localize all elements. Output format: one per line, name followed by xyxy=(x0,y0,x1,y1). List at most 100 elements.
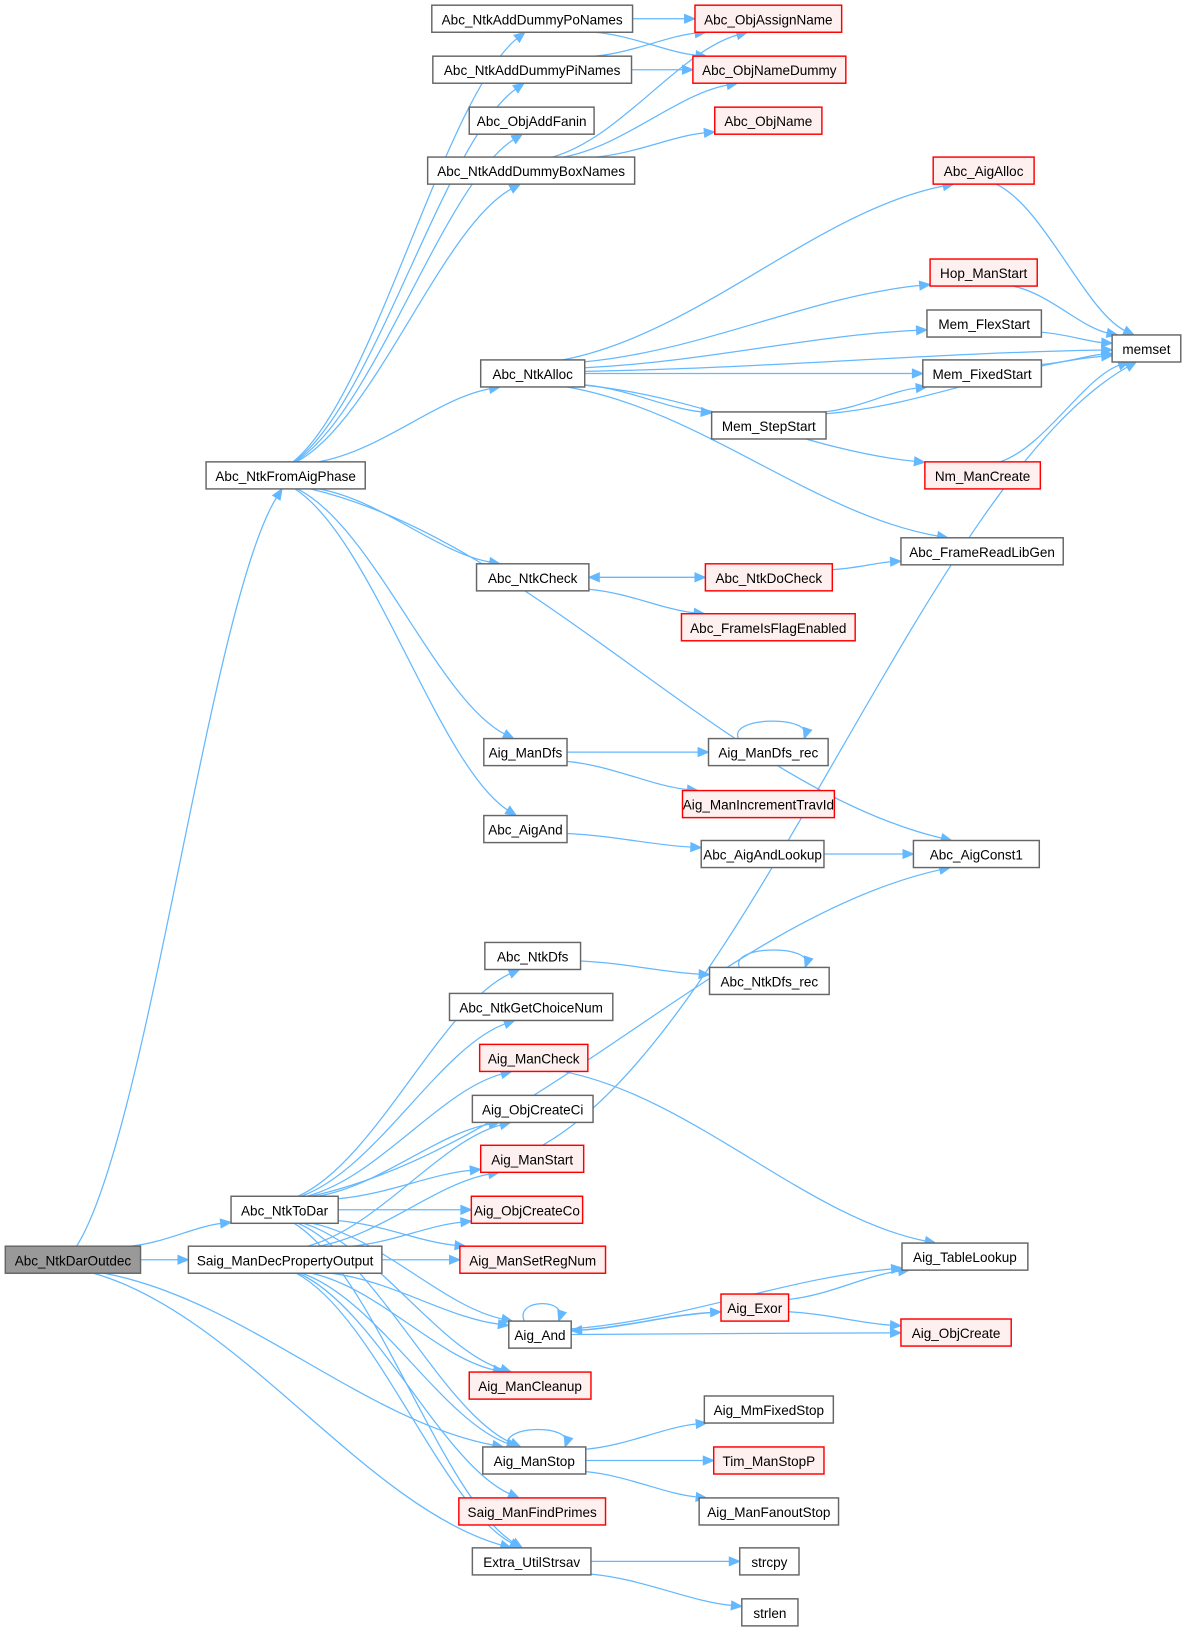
node-aig-obj-create[interactable]: Aig_ObjCreate xyxy=(900,1318,1012,1347)
node-abc-ntk-do-check[interactable]: Abc_NtkDoCheck xyxy=(704,563,834,592)
node-abc-frame-read-lib-gen[interactable]: Abc_FrameReadLibGen xyxy=(900,537,1064,566)
node-abc-ntk-add-dummy-box-names[interactable]: Abc_NtkAddDummyBoxNames xyxy=(426,156,636,185)
node-aig-mm-fixed-stop[interactable]: Aig_MmFixedStop xyxy=(703,1395,835,1424)
node-mem-fixed-start[interactable]: Mem_FixedStart xyxy=(922,359,1043,388)
edge-abc-ntk-to-dar-to-abc-ntk-get-choice-num xyxy=(300,1022,507,1197)
node-label: Abc_NtkAddDummyBoxNames xyxy=(437,164,625,179)
node-label: Aig_ManIncrementTravId xyxy=(683,798,834,813)
node-label: Abc_NtkAlloc xyxy=(493,367,574,382)
node-box xyxy=(692,55,847,84)
node-aig-man-dfs-rec[interactable]: Aig_ManDfs_rec xyxy=(707,737,829,767)
node-mem-flex-start[interactable]: Mem_FlexStart xyxy=(926,309,1043,338)
node-aig-table-lookup[interactable]: Aig_TableLookup xyxy=(901,1242,1029,1271)
node-aig-man-stop[interactable]: Aig_ManStop xyxy=(482,1446,587,1475)
node-abc-ntk-to-dar[interactable]: Abc_NtkToDar xyxy=(230,1195,339,1225)
node-label: Abc_ObjName xyxy=(724,114,812,129)
node-strlen[interactable]: strlen xyxy=(741,1598,799,1627)
edge-abc-ntk-from-aig-phase-to-abc-ntk-add-dummy-po-names-arrowhead xyxy=(513,31,526,44)
node-label: Aig_MmFixedStop xyxy=(714,1403,824,1418)
edge-abc-ntk-from-aig-phase-to-abc-obj-add-fanin xyxy=(294,138,515,463)
edge-abc-ntk-from-aig-phase-to-abc-ntk-alloc xyxy=(318,387,491,463)
node-box xyxy=(484,941,582,971)
node-abc-obj-name[interactable]: Abc_ObjName xyxy=(714,106,823,135)
node-abc-frame-is-flag-enabled[interactable]: Abc_FrameIsFlagEnabled xyxy=(680,613,856,642)
node-label: Aig_Exor xyxy=(727,1301,782,1316)
node-abc-aig-and-lookup[interactable]: Abc_AigAndLookup xyxy=(700,839,825,869)
edge-aig-exor-to-aig-and xyxy=(580,1311,722,1331)
node-abc-ntk-check[interactable]: Abc_NtkCheck xyxy=(475,563,590,592)
node-box xyxy=(482,1446,587,1475)
node-saig-man-find-primes[interactable]: Saig_ManFindPrimes xyxy=(458,1497,607,1526)
node-abc-ntk-from-aig-phase[interactable]: Abc_NtkFromAigPhase xyxy=(205,461,366,490)
edge-abc-ntk-from-aig-phase-to-abc-ntk-add-dummy-po-names xyxy=(292,37,518,463)
edge-saig-man-dec-property-output-to-aig-man-stop xyxy=(301,1272,509,1445)
node-memset[interactable]: memset xyxy=(1111,334,1182,363)
node-box xyxy=(929,258,1038,287)
node-box xyxy=(475,563,590,592)
node-abc-obj-name-dummy[interactable]: Abc_ObjNameDummy xyxy=(692,55,847,84)
edge-saig-man-dec-property-output-to-aig-and-arrowhead xyxy=(497,1318,511,1330)
node-aig-man-check[interactable]: Aig_ManCheck xyxy=(478,1043,589,1073)
node-hop-man-start[interactable]: Hop_ManStart xyxy=(929,258,1038,287)
node-abc-ntk-add-dummy-pi-names[interactable]: Abc_NtkAddDummyPiNames xyxy=(432,55,633,84)
node-aig-obj-create-co[interactable]: Aig_ObjCreateCo xyxy=(470,1195,584,1225)
node-nm-man-create[interactable]: Nm_ManCreate xyxy=(924,461,1042,490)
edge-abc-ntk-dar-outdec-to-abc-ntk-from-aig-phase-arrowhead xyxy=(271,487,283,501)
node-abc-obj-add-fanin[interactable]: Abc_ObjAddFanin xyxy=(468,106,595,135)
node-extra-util-strsav[interactable]: Extra_UtilStrsav xyxy=(471,1547,592,1576)
node-box xyxy=(912,839,1041,869)
node-box xyxy=(707,737,829,767)
edge-abc-ntk-from-aig-phase-to-abc-ntk-add-dummy-box-names xyxy=(296,187,513,463)
node-saig-man-dec-property-output[interactable]: Saig_ManDecPropertyOutput xyxy=(187,1245,383,1274)
edge-abc-ntk-alloc-to-abc-aig-alloc xyxy=(562,185,945,361)
node-abc-ntk-dfs[interactable]: Abc_NtkDfs xyxy=(484,941,582,971)
edge-abc-ntk-alloc-to-nm-man-create-arrowhead xyxy=(913,456,927,467)
node-abc-ntk-dar-outdec[interactable]: Abc_NtkDarOutdec xyxy=(4,1245,142,1274)
edge-hop-man-start-to-memset xyxy=(1012,285,1109,334)
node-box xyxy=(187,1245,383,1274)
node-box xyxy=(700,839,825,869)
node-abc-ntk-get-choice-num[interactable]: Abc_NtkGetChoiceNum xyxy=(448,992,614,1022)
node-abc-aig-and[interactable]: Abc_AigAnd xyxy=(483,814,568,844)
node-aig-man-fanout-stop[interactable]: Aig_ManFanoutStop xyxy=(698,1497,840,1526)
edge-aig-exor-to-aig-obj-create-arrowhead xyxy=(889,1319,903,1331)
node-abc-aig-alloc[interactable]: Abc_AigAlloc xyxy=(932,156,1035,185)
node-abc-ntk-add-dummy-po-names[interactable]: Abc_NtkAddDummyPoNames xyxy=(431,4,634,33)
node-abc-ntk-dfs-rec[interactable]: Abc_NtkDfs_rec xyxy=(708,966,830,996)
node-abc-aig-const1[interactable]: Abc_AigConst1 xyxy=(912,839,1041,869)
edge-abc-aig-and-lookup-to-abc-aig-const1-arrowhead xyxy=(902,848,915,860)
node-box xyxy=(720,1293,790,1322)
edge-abc-ntk-to-dar-to-aig-man-start-arrowhead xyxy=(469,1165,483,1176)
node-box xyxy=(205,461,366,490)
node-box xyxy=(479,359,586,388)
node-aig-and[interactable]: Aig_And xyxy=(508,1320,572,1349)
node-aig-exor[interactable]: Aig_Exor xyxy=(720,1293,790,1322)
node-box xyxy=(468,106,595,135)
node-abc-ntk-alloc[interactable]: Abc_NtkAlloc xyxy=(479,359,586,388)
node-abc-obj-assign-name[interactable]: Abc_ObjAssignName xyxy=(694,4,843,33)
node-aig-obj-create-ci[interactable]: Aig_ObjCreateCi xyxy=(471,1094,594,1124)
node-label: Abc_AigAlloc xyxy=(944,164,1024,179)
node-label: strcpy xyxy=(751,1555,787,1570)
edge-abc-ntk-dar-outdec-to-saig-man-dec-property-output-arrowhead xyxy=(177,1254,190,1265)
node-tim-man-stop-p[interactable]: Tim_ManStopP xyxy=(712,1446,825,1475)
edge-abc-ntk-to-dar-to-aig-man-cleanup xyxy=(303,1222,503,1370)
node-aig-man-increment-trav-id[interactable]: Aig_ManIncrementTravId xyxy=(681,789,836,819)
edge-abc-ntk-from-aig-phase-to-abc-aig-const1 xyxy=(310,488,943,839)
node-aig-man-cleanup[interactable]: Aig_ManCleanup xyxy=(468,1371,592,1400)
edge-saig-man-dec-property-output-to-aig-obj-create-co-arrowhead xyxy=(459,1217,473,1228)
node-label: Aig_TableLookup xyxy=(913,1250,1017,1265)
node-box xyxy=(714,106,823,135)
node-aig-man-set-reg-num[interactable]: Aig_ManSetRegNum xyxy=(459,1245,607,1274)
node-label: Abc_ObjAddFanin xyxy=(477,114,587,129)
node-strcpy[interactable]: strcpy xyxy=(738,1547,800,1576)
edge-aig-man-dfs-to-aig-man-dfs-rec-arrowhead xyxy=(697,746,710,758)
node-aig-man-dfs[interactable]: Aig_ManDfs xyxy=(483,737,568,767)
edge-mem-step-start-to-mem-fixed-start xyxy=(824,387,918,413)
node-aig-man-start[interactable]: Aig_ManStart xyxy=(479,1144,585,1174)
edge-abc-ntk-dar-outdec-to-extra-util-strsav xyxy=(93,1272,503,1546)
edge-abc-ntk-from-aig-phase-to-aig-man-dfs xyxy=(297,488,506,735)
edge-extra-util-strsav-to-strlen-arrowhead xyxy=(730,1600,744,1611)
edge-saig-man-dec-property-output-to-aig-obj-create-co xyxy=(350,1221,463,1247)
node-mem-step-start[interactable]: Mem_StepStart xyxy=(710,411,827,440)
